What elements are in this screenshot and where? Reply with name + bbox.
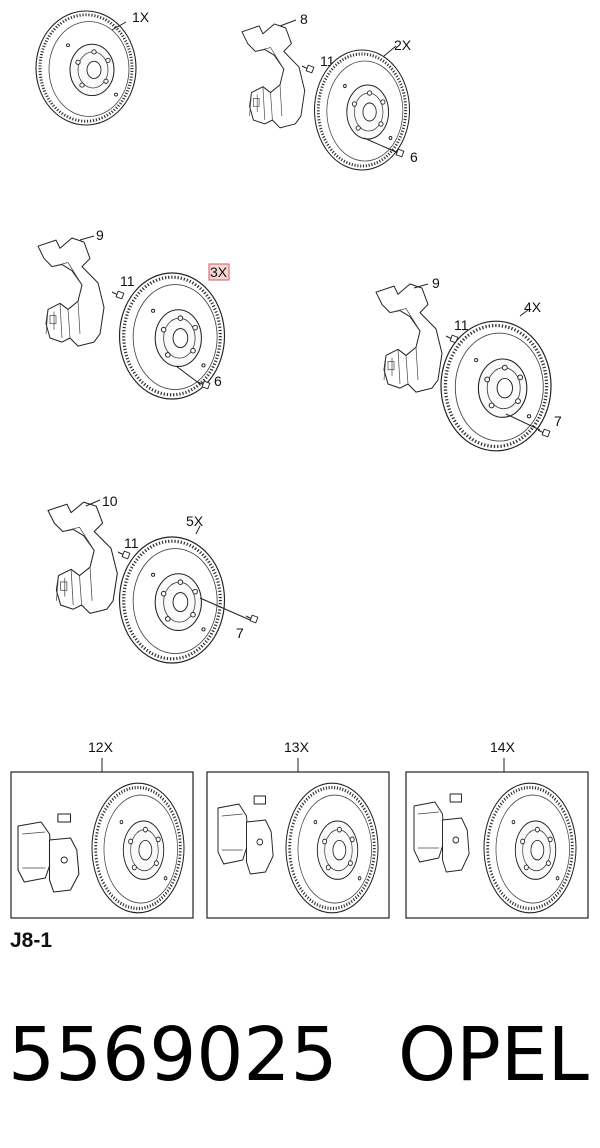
callout-11-d: 11 — [124, 535, 139, 551]
part-number: 5569025 — [8, 1012, 338, 1098]
kit-13x: 13X — [206, 739, 390, 919]
callout-3x: 3X — [210, 264, 228, 280]
callout-10: 10 — [102, 493, 118, 509]
disc-4x — [439, 319, 553, 453]
callout-9-a: 9 — [96, 227, 104, 243]
brand-name: OPEL — [398, 1012, 589, 1098]
callout-8: 8 — [300, 11, 308, 27]
splash-shield-10 — [47, 501, 118, 614]
diagram-reference: J8-1 — [10, 929, 52, 952]
callout-7-a: 7 — [554, 413, 562, 429]
splash-shield-9-b — [375, 283, 443, 393]
callout-12x: 12X — [88, 739, 114, 755]
kit-14x: 14X — [405, 739, 589, 919]
callout-4x: 4X — [524, 299, 542, 315]
callout-14x: 14X — [490, 739, 516, 755]
bolt-11-d — [117, 550, 131, 560]
callout-11-b: 11 — [120, 273, 135, 289]
highlight-box — [208, 263, 230, 281]
kit-12x: 12X — [10, 739, 194, 919]
bolt-11-b — [111, 290, 125, 300]
callout-6-b: 6 — [214, 373, 222, 389]
callout-13x: 13X — [284, 739, 310, 755]
callout-1x: 1X — [132, 9, 150, 25]
disc-3x — [117, 271, 227, 401]
callout-5x: 5X — [186, 513, 204, 529]
bolt-11-a — [301, 64, 315, 74]
callout-2x: 2X — [394, 37, 412, 53]
disc-1x — [34, 9, 138, 127]
callout-6-a: 6 — [410, 149, 418, 165]
splash-shield-8 — [241, 23, 306, 129]
callout-7-b: 7 — [236, 625, 244, 641]
splash-shield-9-a — [37, 237, 105, 347]
callout-9-b: 9 — [432, 275, 440, 291]
disc-5x — [117, 535, 227, 665]
callout-11-c: 11 — [454, 317, 469, 333]
